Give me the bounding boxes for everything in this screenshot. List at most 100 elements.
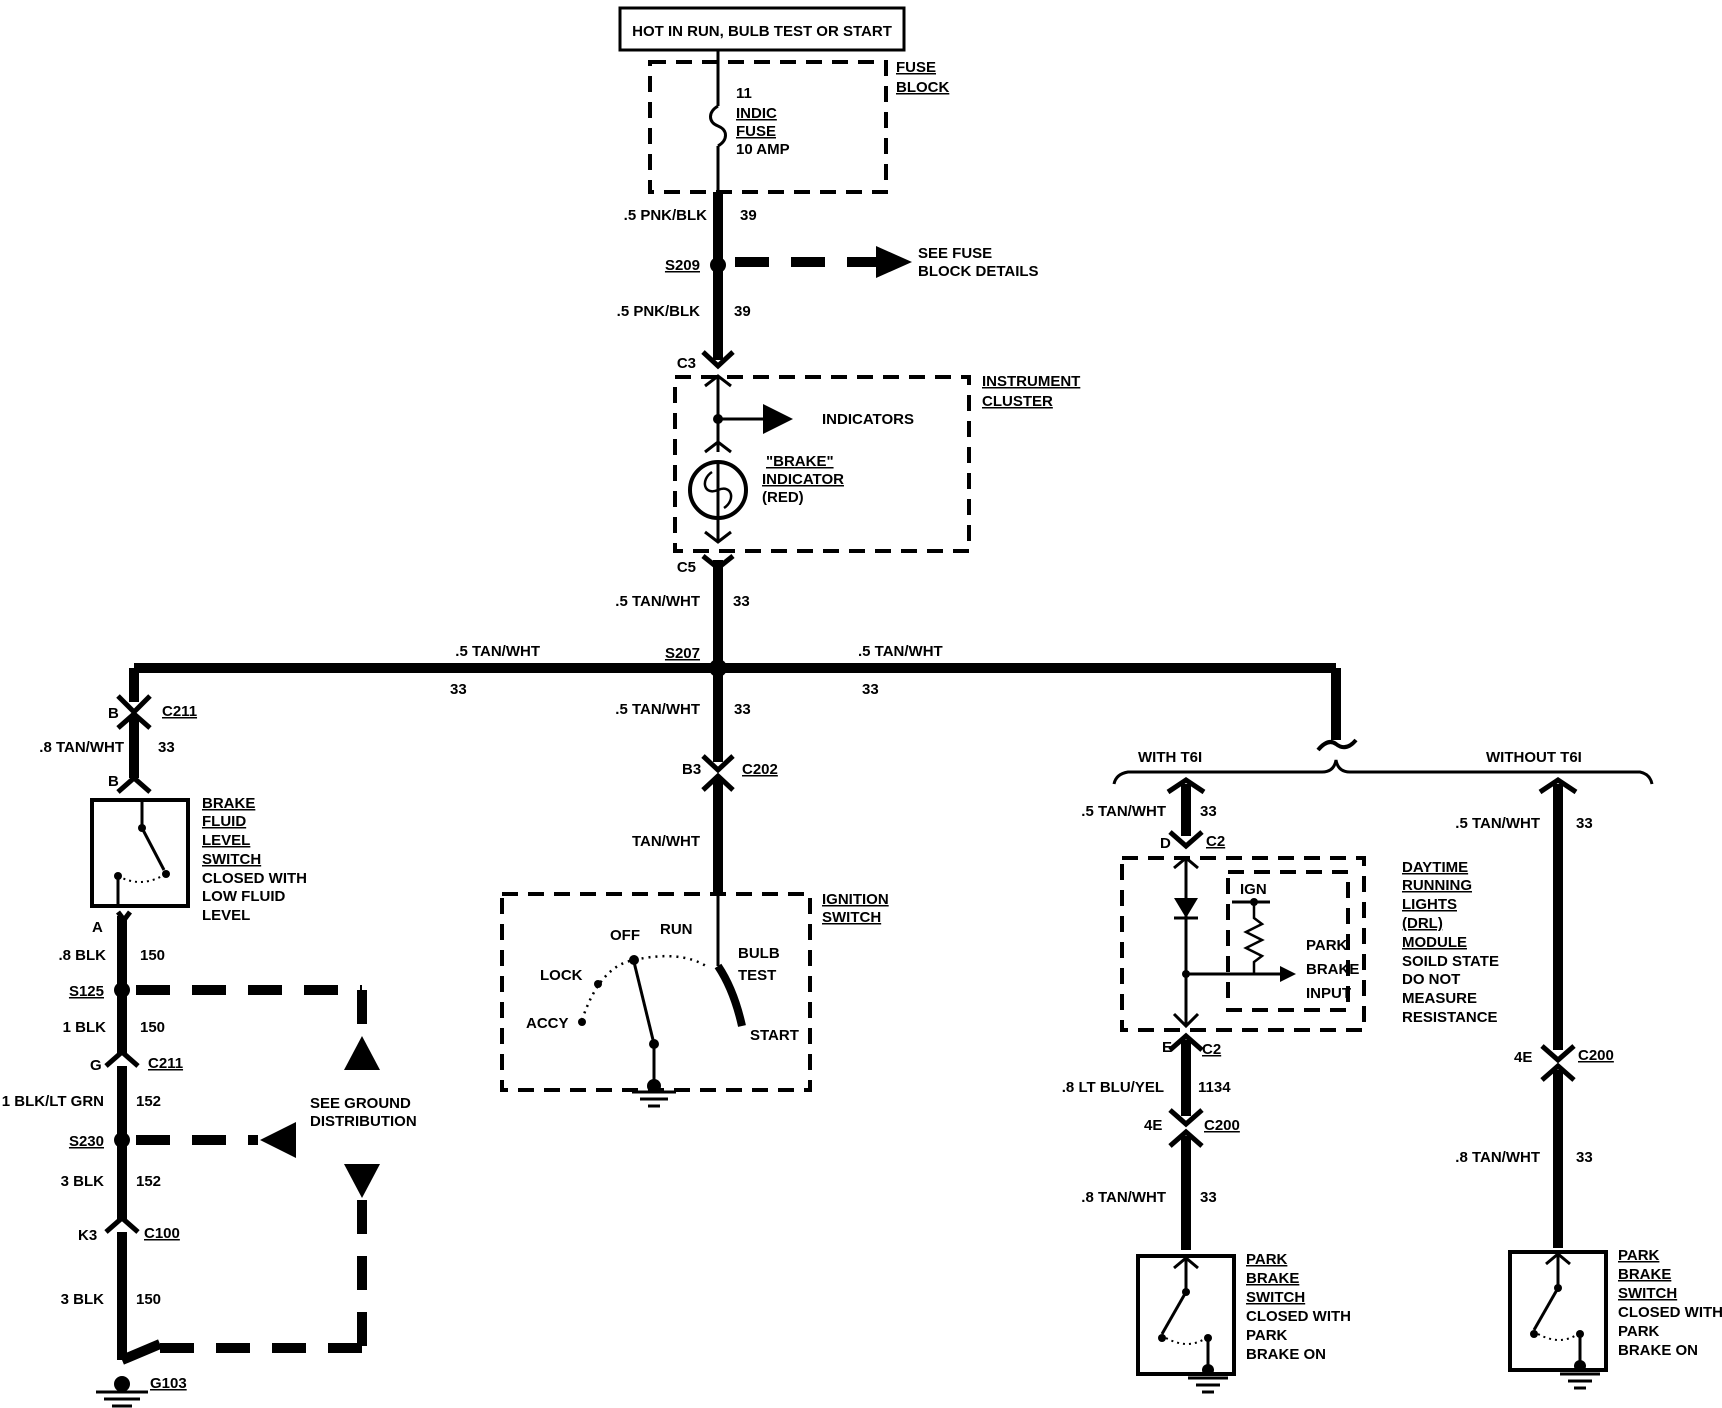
wire-t6i-gauge: .5 TAN/WHT — [1081, 803, 1166, 820]
connector-c211-g: C211 — [148, 1055, 183, 1072]
drl-pin-e: E — [1162, 1039, 1172, 1056]
without-t6i-label: WITHOUT T6I — [1486, 749, 1582, 766]
resistor-icon — [1243, 902, 1265, 974]
ground-up-arrow-icon — [344, 1036, 380, 1070]
drl-note-2: DO NOT — [1402, 971, 1460, 988]
ign-run: RUN — [660, 921, 693, 938]
bfls-label-5: CLOSED WITH — [202, 870, 307, 887]
fuse-name-2: FUSE — [736, 123, 776, 140]
c202-pin: B3 — [682, 761, 701, 778]
wire-blk150b-circuit: 150 — [140, 1019, 165, 1036]
diode-icon — [1174, 898, 1198, 918]
connector-c211: C211 — [162, 703, 197, 720]
instrument-cluster-title-1: INSTRUMENT — [982, 373, 1080, 390]
wire-center-gauge: .5 TAN/WHT — [615, 701, 700, 718]
wire-c5-gauge: .5 TAN/WHT — [615, 593, 700, 610]
drl-note-4: RESISTANCE — [1402, 1009, 1498, 1026]
drl-module: IGN PARK BRAKE INPUT — [1120, 856, 1366, 1032]
splice-s230-dot — [114, 1132, 130, 1148]
drl-title-3: LIGHTS — [1402, 896, 1457, 913]
wire-blkgrn-gauge: 1 BLK/LT GRN — [2, 1093, 104, 1110]
wire-blk150a-gauge: .8 BLK — [58, 947, 106, 964]
drl-brake: BRAKE — [1306, 961, 1359, 978]
c211-pin-g: G — [90, 1057, 102, 1074]
wire-c5-circuit: 33 — [733, 593, 750, 610]
brake-fluid-pin-a: A — [92, 919, 103, 936]
wire-not6i-b-circuit: 33 — [1576, 1149, 1593, 1166]
wire-39b-gauge: .5 PNK/BLK — [617, 303, 701, 320]
drl-c2-top: C2 — [1206, 833, 1225, 850]
wire-not6i-circuit: 33 — [1576, 815, 1593, 832]
ign-bulb: BULB — [738, 945, 780, 962]
wire-blk152-circuit: 152 — [136, 1173, 161, 1190]
option-split-icon — [1316, 738, 1358, 752]
wire-left-branch-circuit: 33 — [450, 681, 467, 698]
pbs-right-5: PARK — [1618, 1323, 1660, 1340]
brake-fluid-pin-b: B — [108, 773, 119, 790]
drl-input: INPUT — [1306, 985, 1351, 1002]
wire-drl-out-circuit: 1134 — [1198, 1079, 1231, 1096]
pbs-right-2: BRAKE — [1618, 1266, 1671, 1283]
fuse-details-1: SEE FUSE — [918, 245, 992, 262]
wire-blk152-gauge: 3 BLK — [61, 1173, 105, 1190]
wire-c211-circuit: 33 — [158, 739, 175, 756]
wire-blk150a-circuit: 150 — [140, 947, 165, 964]
fuse-number: 11 — [736, 85, 752, 102]
fuse-block: FUSE BLOCK 11 INDIC FUSE 10 AMP — [648, 59, 949, 194]
wire-blk150b-gauge: 1 BLK — [63, 1019, 107, 1036]
wire-drl-out-gauge: .8 LT BLU/YEL — [1062, 1079, 1164, 1096]
fuse-block-title-2: BLOCK — [896, 79, 949, 96]
wire-right-branch-circuit: 33 — [862, 681, 879, 698]
drl-note-3: MEASURE — [1402, 990, 1477, 1007]
connector-c200-right: C200 — [1578, 1047, 1614, 1064]
ground-g103: G103 — [150, 1375, 187, 1392]
pbs-right-1: PARK — [1618, 1247, 1660, 1264]
drl-title-2: RUNNING — [1402, 877, 1472, 894]
ign-test: TEST — [738, 967, 776, 984]
pbs-right-6: BRAKE ON — [1618, 1342, 1698, 1359]
ground-left-arrow-icon — [260, 1122, 296, 1158]
with-t6i-label: WITH T6I — [1138, 749, 1202, 766]
brake-indicator-label-3: (RED) — [762, 489, 804, 506]
ignition-ground-icon — [632, 1079, 676, 1108]
drl-pin-d: D — [1160, 835, 1171, 852]
fuse-details-arrow-icon — [876, 246, 912, 278]
fuse-rating: 10 AMP — [736, 141, 790, 158]
ign-accy: ACCY — [526, 1015, 569, 1032]
park-brake-switch-left — [1136, 1254, 1236, 1394]
wire-c211-gauge: .8 TAN/WHT — [39, 739, 124, 756]
ignition-switch: IGNITION SWITCH OFF RUN LOCK ACCY BULB T… — [500, 891, 889, 1108]
pbs-left-5: PARK — [1246, 1327, 1288, 1344]
ground-distribution-1: SEE GROUND — [310, 1095, 411, 1112]
connector-c200-left: C200 — [1204, 1117, 1240, 1134]
wire-39a-circuit: 39 — [740, 207, 757, 224]
c200-pin-right: 4E — [1514, 1049, 1532, 1066]
wire-center-circuit: 33 — [734, 701, 751, 718]
ign-lock: LOCK — [540, 967, 583, 984]
pbs-left-3: SWITCH — [1246, 1289, 1305, 1306]
wire-pbs1-gauge: .8 TAN/WHT — [1081, 1189, 1166, 1206]
instrument-cluster: INSTRUMENT CLUSTER INDICATORS "BRAKE" IN… — [673, 373, 1080, 553]
power-source-label: HOT IN RUN, BULB TEST OR START — [632, 23, 892, 40]
fuse-block-title-1: FUSE — [896, 59, 936, 76]
ignition-switch-title-1: IGNITION — [822, 891, 889, 908]
ground-distribution-2: DISTRIBUTION — [310, 1113, 417, 1130]
brake-indicator-label-2: INDICATOR — [762, 471, 844, 488]
pbs-right-4: CLOSED WITH — [1618, 1304, 1722, 1321]
drl-park: PARK — [1306, 937, 1348, 954]
ign-off: OFF — [610, 927, 640, 944]
c100-pin: K3 — [78, 1227, 97, 1244]
ground-down-arrow-icon — [344, 1164, 380, 1198]
connector-c202: C202 — [742, 761, 778, 778]
bfls-label-1: BRAKE — [202, 795, 255, 812]
bfls-label-3: LEVEL — [202, 832, 250, 849]
drl-note-1: SOILD STATE — [1402, 953, 1499, 970]
ignition-switch-title-2: SWITCH — [822, 909, 881, 926]
ground-g103-icon — [96, 1339, 162, 1408]
drl-ign: IGN — [1240, 881, 1267, 898]
pbs-left-6: BRAKE ON — [1246, 1346, 1326, 1363]
brake-fluid-level-switch: BRAKE FLUID LEVEL SWITCH CLOSED WITH LOW… — [90, 795, 307, 924]
pbs-left-4: CLOSED WITH — [1246, 1308, 1351, 1325]
wire-39b-circuit: 39 — [734, 303, 751, 320]
